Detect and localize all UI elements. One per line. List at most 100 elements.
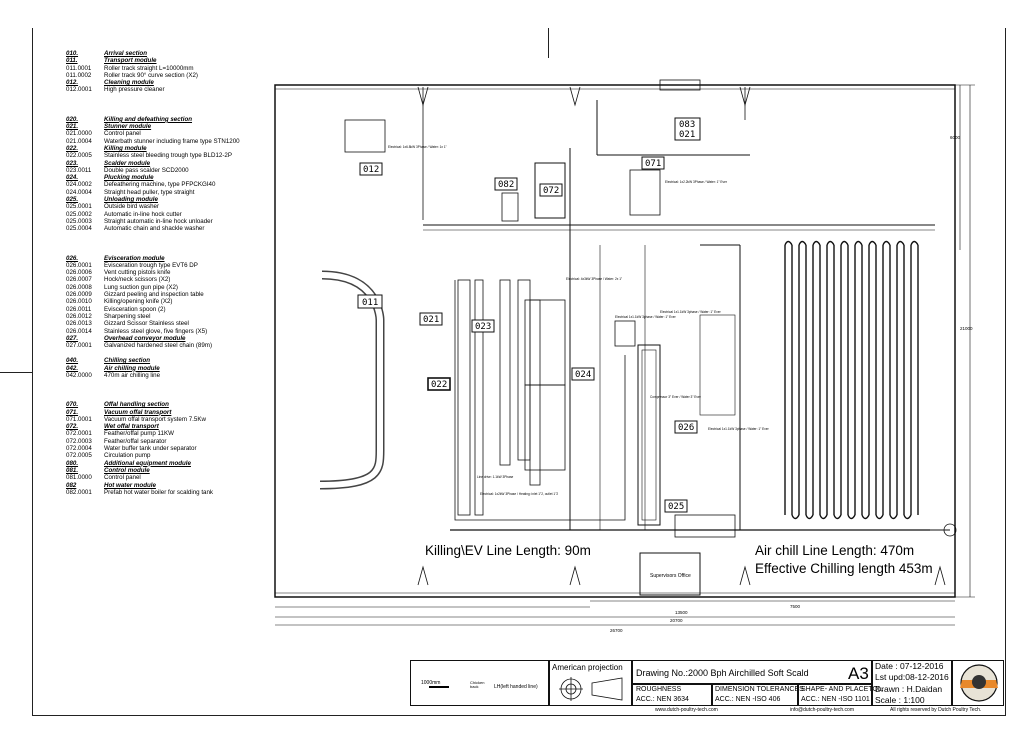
legend-code: 024.0002 xyxy=(66,181,92,189)
legend-code: 026.0007 xyxy=(66,276,92,284)
legend-text: Control panel xyxy=(104,130,141,138)
legend-text: Roller track straight L=10000mm xyxy=(104,64,194,72)
legend-module-row: 082 Hot water module xyxy=(66,482,276,489)
legend-code: 025.0002 xyxy=(66,210,92,218)
legend-text: Hot water module xyxy=(104,481,156,489)
dim-6000: 6000 xyxy=(950,135,961,140)
note-elec7: Electrical 1x1.1kW 3phase / Water: 1" Ev… xyxy=(708,427,770,431)
drawing-date: Date : 07-12-2016 xyxy=(875,661,944,671)
label-083: 083 xyxy=(679,120,695,130)
legend-text: Additional equipment module xyxy=(104,459,191,467)
legend-code: 026.0012 xyxy=(66,312,92,320)
note-elec5: Electrical 1x1.1kW 3phase / Water: 1" Ev… xyxy=(660,310,722,314)
legend-text: Feather/offal separator xyxy=(104,437,167,445)
website: www.dutch-poultry-tech.com xyxy=(655,707,718,713)
legend-code: 026.0001 xyxy=(66,261,92,269)
legend-code: 082 xyxy=(66,481,77,489)
supervisors-office-room xyxy=(639,552,701,596)
legend-section-row: 040. Chilling section xyxy=(66,357,276,364)
legend-text: Offal handling section xyxy=(104,401,169,409)
label-012: 012 xyxy=(363,165,379,175)
legend-module-row: 026.Evisceration module xyxy=(66,255,276,262)
legend-module-row: 042. Air chilling module xyxy=(66,365,276,372)
legend-code: 040. xyxy=(66,357,79,365)
legend-module-row: 071.Vacuum offal transport xyxy=(66,409,276,416)
legend-code: 080. xyxy=(66,459,79,467)
roughness-label: ROUGHNESS xyxy=(636,686,682,693)
legend-text: Transport module xyxy=(104,57,157,65)
legend-code: 026. xyxy=(66,254,79,262)
legend-code: 025.0003 xyxy=(66,217,92,225)
drawing-number: Drawing No.:2000 Bph Airchilled Soft Sca… xyxy=(636,668,809,678)
legend-code: 021. xyxy=(66,123,79,131)
legend-text: High pressure cleaner xyxy=(104,86,165,94)
legend-text: Air chilling module xyxy=(104,364,160,372)
copyright: All rights reserved by Dutch Poultry Tec… xyxy=(890,707,982,713)
legend-spacer xyxy=(66,379,276,401)
projection-cell xyxy=(548,660,632,706)
dim-20700: 20700 xyxy=(670,618,683,623)
dimension-tolerances-standard: ACC.: NEN -ISO 406 xyxy=(715,696,781,703)
legend-text: Feather/offal pump 11KW xyxy=(104,430,174,438)
legend-module-row: 011. Transport module xyxy=(66,57,276,64)
legend-code: 023.0011 xyxy=(66,166,92,174)
legend-code: 011.0002 xyxy=(66,71,92,79)
legend-section-row: 070.Offal handling section xyxy=(66,401,276,408)
note-elec1: Electrical: 1x6.8kW 3Phase / Water: 1x 1… xyxy=(388,145,447,149)
legend-text: Automatic in-line hock cutter xyxy=(104,210,182,218)
building-outline xyxy=(274,84,956,598)
dim-26700: 26700 xyxy=(610,628,623,633)
frame-left xyxy=(32,28,33,716)
legend-text: Waterbath stunner including frame type S… xyxy=(104,137,240,145)
legend-code: 026.0011 xyxy=(66,305,92,313)
legend-code: 042. xyxy=(66,364,79,372)
label-026: 026 xyxy=(678,423,694,433)
legend-text: Stunner module xyxy=(104,123,152,131)
legend-code: 027. xyxy=(66,334,79,342)
supervisors-office-label: Supervisors Office xyxy=(650,573,691,579)
legend-code: 072.0005 xyxy=(66,452,92,460)
label-082: 082 xyxy=(498,180,514,190)
label-023: 023 xyxy=(475,322,491,332)
legend-code: 011.0001 xyxy=(66,64,92,72)
legend-text: Stainless steel glove, five fingers (X5) xyxy=(104,327,208,335)
legend-code: 012.0001 xyxy=(66,86,92,94)
legend-code: 026.0008 xyxy=(66,283,92,291)
legend-module-row: 081.Control module xyxy=(66,467,276,474)
legend-code: 024.0004 xyxy=(66,188,92,196)
legend-code: 025.0001 xyxy=(66,203,92,211)
legend-code: 022.0005 xyxy=(66,152,92,160)
legend-text: Control panel xyxy=(104,474,141,482)
legend-code: 011. xyxy=(66,57,78,65)
label-024: 024 xyxy=(575,370,591,380)
legend-text: Chilling section xyxy=(104,357,151,365)
scale-bar-length: 1000mm xyxy=(421,680,441,686)
note-elec3: Electrical: 4x3kW 3Phase / Water: 2x 1" xyxy=(566,277,622,281)
drawn-by: Drawn : H.Daidan xyxy=(875,684,943,694)
legend-code: 025. xyxy=(66,196,79,204)
company-logo xyxy=(960,664,998,702)
note-elec2: Electrical: 1x2.2kW 3Phase / Water: 1" E… xyxy=(665,180,728,184)
note-elec4: Electrical 1x1.1kW 3phase / Water: 1" Ev… xyxy=(615,315,677,319)
legend-item-row: 012.0001 High pressure cleaner xyxy=(66,86,276,93)
legend-module-row: 072.Wet offal transport xyxy=(66,423,276,430)
legend-text: Hock/neck scissors (X2) xyxy=(104,276,171,284)
legend-spacer xyxy=(66,94,276,116)
projection-label: American projection xyxy=(552,663,623,672)
dim-13500: 13500 xyxy=(675,610,688,615)
